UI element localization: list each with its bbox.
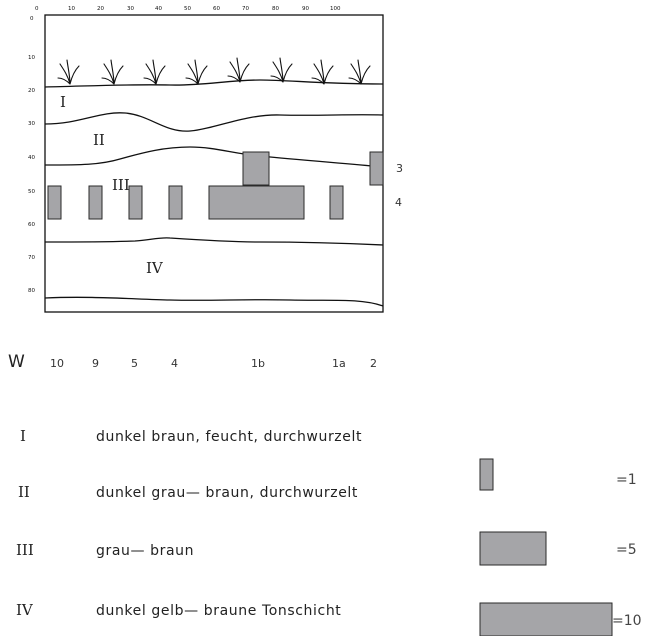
side-label: 4 (395, 196, 402, 209)
sample-box (47, 185, 62, 220)
x-tick: 40 (155, 6, 162, 12)
layer-label: III (112, 176, 130, 194)
boundary-layer-1-2 (44, 112, 384, 132)
scale-box-large (479, 602, 613, 636)
legend-numeral: III (16, 541, 34, 559)
plant-icon (270, 57, 293, 83)
x-tick: 90 (302, 6, 309, 12)
sample-box (128, 185, 143, 220)
side-label: 3 (396, 162, 403, 175)
legend-description: dunkel braun, feucht, durchwurzelt (96, 429, 362, 445)
layer-label: I (60, 93, 66, 111)
plant-icon (101, 59, 124, 85)
scale-legend: =1 =5 =10 (479, 458, 642, 636)
y-tick: 50 (28, 189, 35, 195)
x-tick: 30 (127, 6, 134, 12)
plant-icon (185, 59, 208, 85)
x-axis-ticks: 0 10 20 30 40 50 60 70 80 90 100 (35, 6, 341, 12)
scale-box-small (479, 458, 494, 491)
plant-icon (57, 59, 80, 85)
scale-value: =5 (616, 542, 637, 558)
scale-value: =10 (612, 613, 642, 629)
x-tick: 70 (242, 6, 249, 12)
layer-label: II (93, 131, 105, 149)
legend-description: dunkel gelb— braune Tonschicht (96, 603, 341, 619)
y-tick: 20 (28, 88, 35, 94)
plant-icon (311, 59, 334, 85)
w-value: 1a (332, 357, 346, 370)
legend-numeral: I (20, 427, 26, 445)
w-value: 4 (171, 357, 178, 370)
legend-description: dunkel grau— braun, durchwurzelt (96, 485, 358, 501)
y-tick: 30 (28, 121, 35, 127)
x-tick: 0 (35, 6, 39, 12)
layer-label: IV (146, 259, 164, 277)
y-tick: 80 (28, 288, 35, 294)
plant-icon (348, 59, 371, 85)
boundary-layer-3-4 (44, 237, 384, 246)
y-tick: 10 (28, 55, 35, 61)
w-row: W 10 9 5 4 1b 1a 2 (8, 352, 377, 372)
legend-numeral: IV (16, 601, 34, 619)
sample-box (168, 185, 183, 220)
x-tick: 80 (272, 6, 279, 12)
sample-box (208, 185, 305, 220)
legend: I dunkel braun, feucht, durchwurzelt II … (16, 427, 362, 619)
w-value: 2 (370, 357, 377, 370)
x-tick: 10 (68, 6, 75, 12)
x-tick: 20 (97, 6, 104, 12)
vegetation-row (57, 57, 371, 85)
sample-box (329, 185, 344, 220)
w-value: 9 (92, 357, 99, 370)
y-tick: 60 (28, 222, 35, 228)
w-value: 10 (50, 357, 64, 370)
w-value: 5 (131, 357, 138, 370)
x-tick: 50 (184, 6, 191, 12)
x-tick: 60 (213, 6, 220, 12)
ground-surface-line (44, 79, 384, 88)
y-tick: 0 (30, 16, 34, 22)
y-axis-ticks: 0 10 20 30 40 50 60 70 80 (28, 16, 35, 294)
w-value: 1b (251, 357, 265, 370)
w-letter: W (8, 352, 25, 372)
sample-boxes (47, 151, 384, 220)
boundary-layer-2-3 (44, 146, 384, 168)
sample-box (242, 151, 270, 186)
y-tick: 40 (28, 155, 35, 161)
x-tick: 100 (330, 6, 341, 12)
scale-value: =1 (616, 472, 637, 488)
plant-icon (143, 59, 166, 85)
boundary-layer-4-bottom (44, 296, 384, 307)
sample-box (369, 151, 384, 186)
plant-icon (227, 57, 250, 83)
legend-numeral: II (18, 483, 30, 501)
legend-description: grau— braun (96, 543, 194, 559)
sample-box (88, 185, 103, 220)
scale-box-medium (479, 531, 547, 566)
y-tick: 70 (28, 255, 35, 261)
